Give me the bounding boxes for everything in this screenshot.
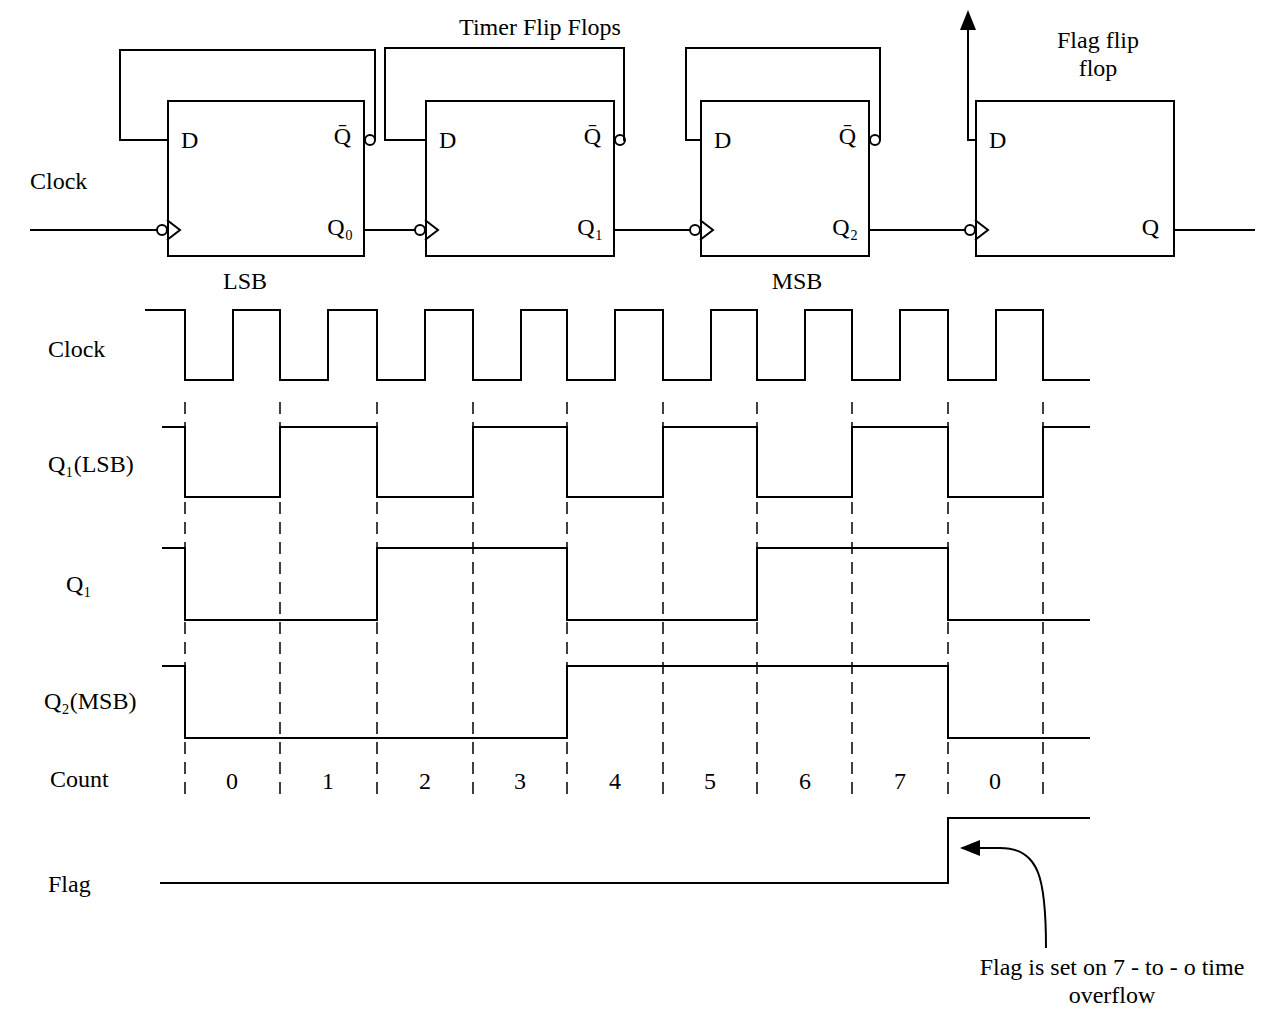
count-value: 2: [419, 768, 431, 796]
title-label: Timer Flip Flops: [459, 14, 621, 42]
q-to-clock-wire: [870, 229, 975, 231]
part-name: Flag flip flop: [1038, 27, 1158, 82]
edge-marker: [566, 402, 568, 800]
q-to-clock-wire: [615, 229, 700, 231]
pin-label: D: [181, 128, 198, 152]
count-value: 0: [226, 768, 238, 796]
count-value: 5: [704, 768, 716, 796]
pin-label: D: [714, 128, 731, 152]
flag-output-arrow: [968, 12, 975, 140]
inversion-bubble: [965, 225, 975, 235]
signal-name: Q₁: [66, 571, 92, 599]
edge-marker: [376, 402, 378, 800]
count-value: 3: [514, 768, 526, 796]
inversion-bubble: [365, 135, 375, 145]
inversion-bubble: [870, 135, 880, 145]
signal-name: Q₁(LSB): [48, 451, 134, 479]
signal-name: Flag: [48, 871, 91, 899]
pin-label: Q̄: [334, 124, 351, 148]
count-value: 0: [989, 768, 1001, 796]
pin-label: Q: [1142, 215, 1159, 239]
edge-marker: [662, 402, 664, 800]
clock-waveform: [145, 310, 1090, 380]
edge-marker: [851, 402, 853, 800]
flag-flip-flop: DQ: [975, 100, 1175, 257]
bit-waveform: [162, 666, 1090, 738]
inversion-bubble: [415, 225, 425, 235]
flag-waveform: [160, 818, 1090, 883]
count-value: 6: [799, 768, 811, 796]
bit-waveform: [162, 427, 1090, 497]
pin-label: Q̄: [839, 124, 856, 148]
row-label: Count: [50, 766, 109, 794]
edge-marker: [184, 402, 186, 800]
edge-marker: [1042, 402, 1044, 800]
bit-waveform: [162, 548, 1090, 620]
output-wire: [1175, 229, 1255, 231]
signal-name: Q₂(MSB): [44, 688, 136, 716]
pin-label: Q₂: [832, 215, 858, 239]
edge-marker: [756, 402, 758, 800]
pin-label: D: [439, 128, 456, 152]
pin-label: D: [989, 128, 1006, 152]
inversion-bubble: [690, 225, 700, 235]
edge-marker: [279, 402, 281, 800]
bit-label: LSB: [223, 268, 267, 296]
pin-label: Q̄: [584, 124, 601, 148]
signal-name: Clock: [48, 336, 105, 364]
signal-name: Clock: [30, 168, 87, 196]
edge-marker: [947, 402, 949, 800]
count-value: 4: [609, 768, 621, 796]
pin-label: Q₀: [327, 215, 353, 239]
clock-wire: [30, 229, 157, 231]
callout-arrow: [962, 848, 1046, 948]
d-flip-flop: D Q̄ Q₀: [167, 100, 365, 257]
callout-note: Flag is set on 7 - to - o time overflow: [967, 954, 1257, 1009]
count-value: 7: [894, 768, 906, 796]
count-value: 1: [322, 768, 334, 796]
inversion-bubble: [157, 225, 167, 235]
edge-marker: [472, 402, 474, 800]
d-flip-flop: D Q̄ Q₂: [700, 100, 870, 257]
d-flip-flop: D Q̄ Q₁: [425, 100, 615, 257]
pin-label: Q₁: [577, 215, 603, 239]
bit-label: MSB: [772, 268, 823, 296]
